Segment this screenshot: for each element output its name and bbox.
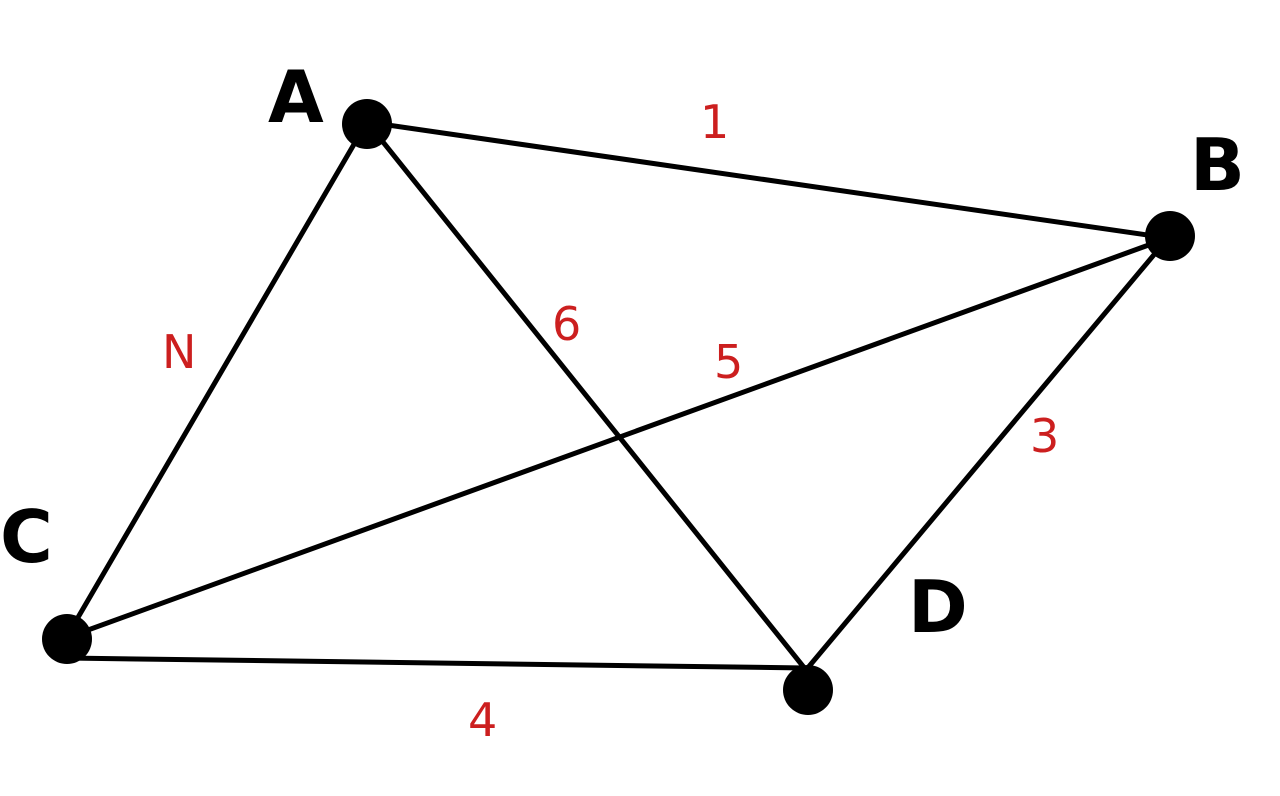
edge-a-d: [364, 119, 809, 673]
edges-group: [63, 119, 1171, 673]
edge-c-d: [63, 655, 809, 671]
weight-label-b-c: 5: [714, 335, 743, 389]
vertices-group: [42, 99, 1195, 715]
vertex-label-a: A: [268, 55, 324, 139]
vertex-b: [1145, 211, 1195, 261]
edge-b-d: [803, 235, 1171, 673]
vertex-label-c: C: [0, 495, 53, 579]
vertex-label-b: B: [1190, 123, 1245, 207]
vertex-a: [342, 99, 392, 149]
vertex-label-d: D: [908, 565, 968, 649]
weight-label-c-d: 4: [468, 693, 497, 747]
edge-b-c: [63, 235, 1171, 641]
vertex-d: [783, 665, 833, 715]
weight-label-b-d: 3: [1030, 409, 1059, 463]
edge-a-c: [63, 119, 370, 641]
edge-a-b: [364, 119, 1171, 241]
weight-label-a-c: N: [162, 325, 196, 379]
vertex-c: [42, 614, 92, 664]
vertex-labels-group: A B C D: [0, 55, 1245, 649]
weight-labels-group: 1 N 6 5 3 4: [162, 95, 1059, 747]
weight-label-a-b: 1: [700, 95, 729, 149]
weight-label-a-d: 6: [552, 297, 581, 351]
